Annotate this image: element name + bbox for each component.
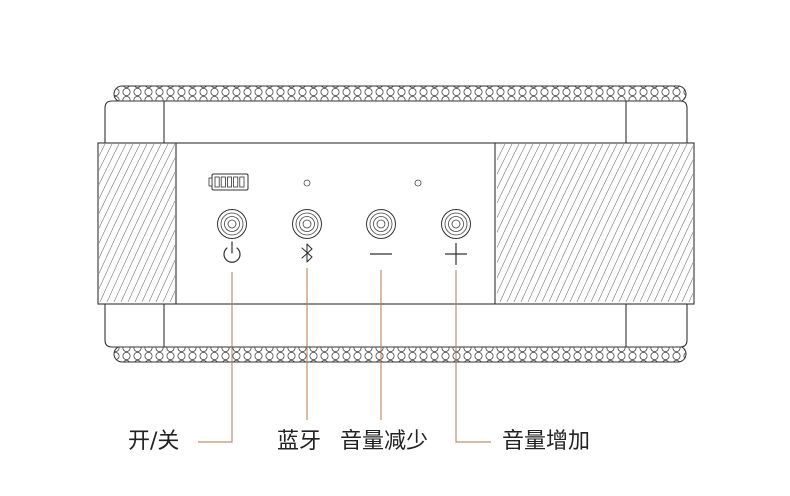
texture-line [646,202,693,302]
texture-line [99,144,162,275]
battery-cell [226,176,232,188]
texture-line [127,200,175,302]
top-grille [113,85,687,103]
texture-line [548,144,625,302]
texture-line [497,144,541,234]
texture-line [527,144,604,302]
texture-line [148,244,175,302]
texture-line [653,216,693,302]
texture-line [497,144,534,219]
indicator-light [414,179,422,187]
texture-line [520,144,597,302]
texture-line [162,274,175,302]
texture-line [590,144,667,302]
texture-line [576,144,653,302]
texture-line [99,144,134,215]
texture-line [534,144,611,302]
texture-line [497,144,555,264]
power-icon [223,241,241,263]
texture-line [497,144,520,190]
power-button[interactable] [217,209,247,239]
texture-line [688,292,693,302]
texture-line [113,171,175,302]
texture-line [99,144,106,157]
texture-line [499,144,576,302]
callout-bluetooth: 蓝牙 [277,429,322,454]
texture-line [99,144,175,302]
callout-volume-up: 音量增加 [502,429,591,454]
battery-cell [214,176,220,188]
texture-line [99,144,141,229]
indicator-light [303,179,311,187]
callout-volume-down: 音量减少 [340,429,429,454]
texture-line [597,144,674,302]
plus-icon [445,243,467,265]
texture-line [562,144,639,302]
texture-line [497,144,548,249]
texture-line [497,144,562,279]
battery-cell [220,176,226,188]
texture-line [541,144,618,302]
texture-line [604,144,681,302]
leader-lines [198,268,491,443]
texture-line [569,144,646,302]
texture-line [99,144,120,186]
texture-line [497,144,527,204]
texture-line [106,157,175,302]
bottom-grille [113,345,687,363]
texture-line [141,229,175,302]
texture-line [99,144,169,290]
power-leader-line [198,272,233,443]
texture-line [497,144,569,294]
texture-line [681,277,693,302]
battery-icon [208,173,249,191]
texture-line [611,144,688,302]
texture-line [99,144,155,259]
bluetooth-button[interactable] [292,209,322,239]
texture-line [134,214,175,302]
battery-cell [233,176,239,188]
volume-up-leader-line [455,270,491,443]
texture-line [667,246,693,302]
texture-line [99,144,113,171]
texture-line [639,187,693,302]
bluetooth-icon [301,243,313,263]
texture-line [674,261,693,302]
left-texture-strip [99,144,175,302]
texture-line [618,145,693,302]
texture-line [120,185,175,302]
right-texture-strip [497,144,771,302]
speaker-body [97,100,695,348]
volume-up-button[interactable] [441,209,471,239]
texture-line [555,144,632,302]
texture-line [660,231,693,302]
texture-line [155,259,175,302]
texture-line [696,144,771,302]
texture-line [513,144,590,302]
texture-line [497,144,513,175]
callout-power: 开/关 [128,429,180,454]
texture-line [625,159,693,302]
texture-line [99,144,127,200]
texture-line [632,173,693,302]
texture-line [506,144,583,302]
texture-line [99,144,148,244]
volume-down-button[interactable] [366,209,396,239]
texture-line [583,144,660,302]
battery-cell [239,176,245,188]
